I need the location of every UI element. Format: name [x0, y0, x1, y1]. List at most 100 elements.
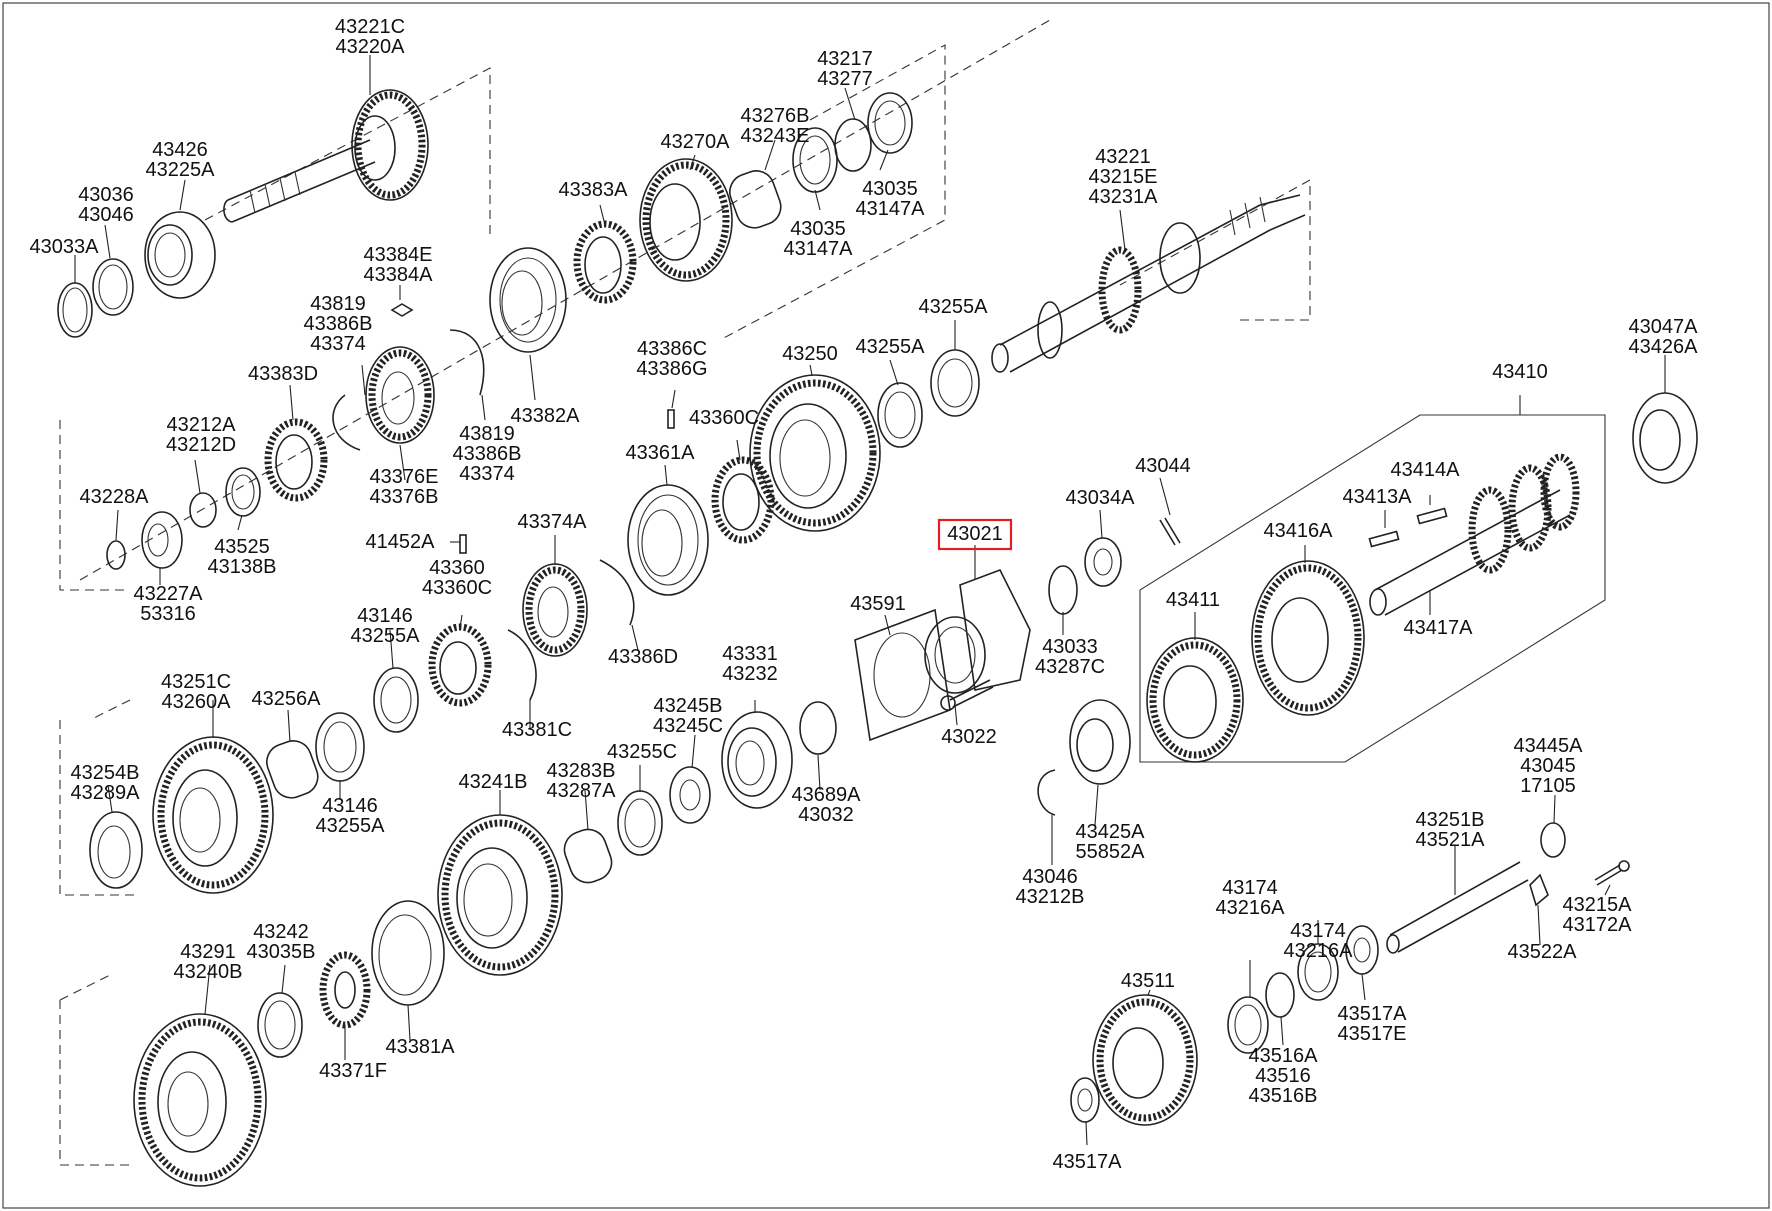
label-43382a[interactable]: 43382A	[511, 405, 581, 427]
nut-43034a	[1084, 537, 1122, 587]
gear-43411	[1149, 641, 1241, 759]
label-43374a[interactable]: 43374A	[518, 511, 588, 533]
gear-43251c	[157, 741, 269, 889]
label-43371f[interactable]: 43371F	[319, 1060, 387, 1082]
label-43381a[interactable]: 43381A	[386, 1036, 456, 1058]
gear-43270a	[642, 161, 730, 279]
label-43383d[interactable]: 43383D	[248, 363, 318, 385]
label-43033a[interactable]: 43033A	[30, 236, 100, 258]
key-43384e	[390, 303, 414, 317]
pin-43386c	[667, 409, 675, 429]
label-43417a[interactable]: 43417A	[1404, 617, 1474, 639]
needle-bearing-43035b	[867, 92, 913, 154]
label-43591[interactable]: 43591	[850, 593, 906, 615]
synchro-group-2	[373, 349, 980, 733]
snap-ring-43046	[1037, 769, 1056, 816]
label-43255a-1[interactable]: 43255A	[856, 336, 926, 358]
label-43021[interactable]: 43021	[947, 523, 1003, 545]
label-43383a[interactable]: 43383A	[559, 179, 629, 201]
snap-ring-43033	[1048, 565, 1078, 615]
sleeve-43256a	[266, 740, 319, 799]
label-43270a[interactable]: 43270A	[661, 131, 731, 153]
label-43022[interactable]: 43022	[941, 726, 997, 748]
mainshaft-43221	[991, 194, 1306, 373]
hub-43371f	[319, 951, 371, 1029]
label-43034a[interactable]: 43034A	[1066, 487, 1136, 509]
label-43416a[interactable]: 43416A	[1264, 520, 1334, 542]
label-43410[interactable]: 43410	[1492, 361, 1548, 383]
label-43250[interactable]: 43250	[782, 343, 838, 365]
label-43256a[interactable]: 43256A	[252, 688, 322, 710]
label-43414a[interactable]: 43414A	[1391, 459, 1461, 481]
label-43360c[interactable]: 43360C	[689, 407, 759, 429]
sleeve-43382a	[489, 247, 567, 353]
label-43044[interactable]: 43044	[1135, 455, 1191, 477]
label-43255c[interactable]: 43255C	[607, 741, 677, 763]
ring-43217	[834, 118, 872, 172]
bolt-43022	[949, 679, 994, 708]
ring-43525	[225, 467, 261, 517]
needle-bearing-43146	[373, 667, 419, 733]
retainer-group	[854, 517, 1181, 742]
needle-bearing-43146b	[315, 712, 365, 782]
label-43228a[interactable]: 43228A	[80, 486, 150, 508]
bearing-43426	[144, 211, 216, 299]
ring-43036	[92, 258, 134, 316]
label-43381c[interactable]: 43381C	[502, 719, 572, 741]
label-43361a[interactable]: 43361A	[626, 442, 696, 464]
label-43511[interactable]: 43511	[1121, 970, 1175, 992]
label-43386d[interactable]: 43386D	[608, 646, 678, 668]
label-41452a[interactable]: 41452A	[366, 531, 436, 553]
label-43413a[interactable]: 43413A	[1343, 486, 1413, 508]
label-43517a-2[interactable]: 43517A	[1053, 1151, 1123, 1173]
ring-43445a	[1540, 822, 1566, 858]
label-43411[interactable]: 43411	[1166, 589, 1220, 611]
label-43522a[interactable]: 43522A	[1508, 941, 1578, 963]
label-43241b[interactable]: 43241B	[459, 771, 528, 793]
key-43414a	[1416, 507, 1448, 525]
assembly-outlines	[59, 19, 1606, 1166]
label-43255a-2[interactable]: 43255A	[919, 296, 989, 318]
